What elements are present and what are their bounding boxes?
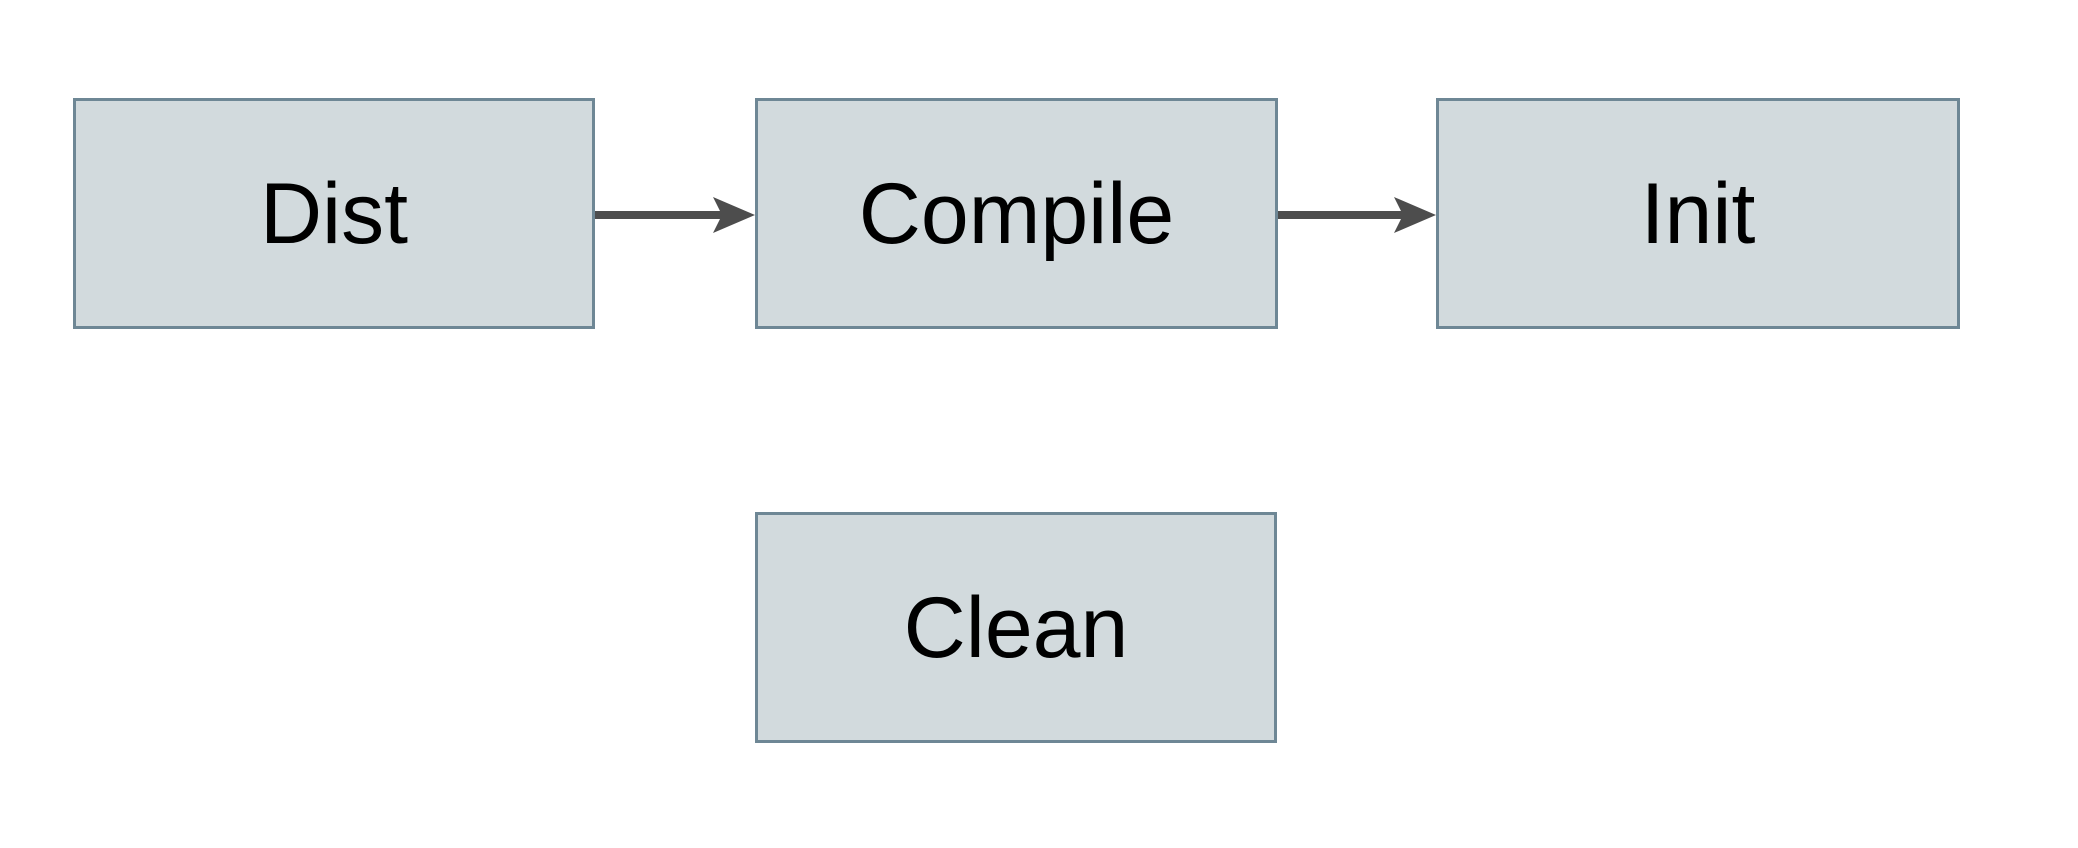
- node-compile[interactable]: Compile: [755, 98, 1278, 329]
- node-dist[interactable]: Dist: [73, 98, 595, 329]
- node-init-label: Init: [1640, 165, 1756, 262]
- arrow-head-icon: [1394, 197, 1436, 233]
- node-clean[interactable]: Clean: [755, 512, 1277, 743]
- node-compile-label: Compile: [858, 165, 1175, 262]
- arrow-shape-compile-to-init: [1278, 197, 1436, 233]
- node-init[interactable]: Init: [1436, 98, 1960, 329]
- edge-dist-to-compile[interactable]: [595, 191, 755, 239]
- arrow-head-icon: [713, 197, 755, 233]
- edge-compile-to-init[interactable]: [1278, 191, 1436, 239]
- node-dist-label: Dist: [259, 165, 409, 262]
- arrow-shape-dist-to-compile: [595, 197, 755, 233]
- arrow-shaft: [595, 211, 722, 219]
- arrow-shaft: [1278, 211, 1403, 219]
- node-clean-label: Clean: [903, 579, 1129, 676]
